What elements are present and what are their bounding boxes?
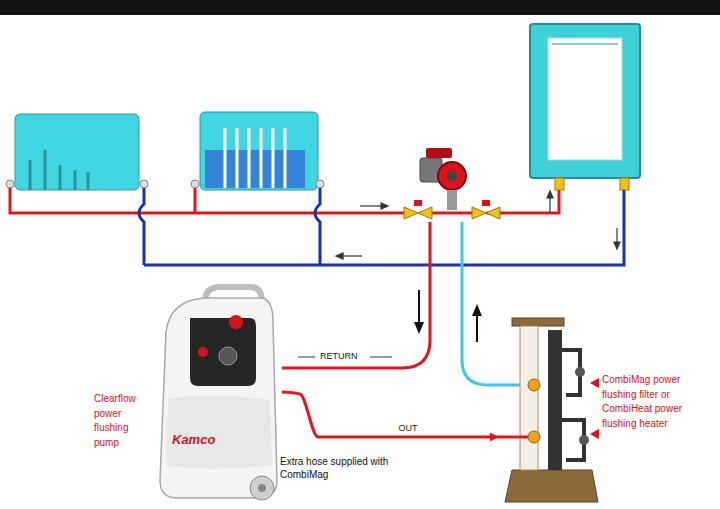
radiator-valve [6,180,14,188]
radiator-panel [200,112,318,190]
flushing-pump: Clearflow power flushing pumpKamco [92,282,282,504]
flow-arrow [336,191,620,259]
radiator [6,114,148,190]
pointer-arrow [590,429,599,439]
pump-box [426,148,452,158]
filter-base [505,470,598,502]
radiator-fin [225,128,285,188]
radiator-shade [205,150,305,188]
status-bar [0,0,720,15]
circulating-pump [420,148,466,210]
pump-hub [447,171,457,181]
valve-body [472,207,500,219]
pointer-arrow [590,378,599,388]
brand-name: Kamco [172,432,242,449]
pump-cap [229,315,243,329]
direction-arrow [418,290,420,326]
radiator [191,112,324,190]
arrow-head [472,304,482,316]
radiator-panel [15,114,139,190]
flushing-pump-drawing [160,287,277,500]
radiator-fin [30,150,88,190]
pump-shade [166,395,272,468]
pump-gauge [219,347,237,365]
radiator-valve [191,180,199,188]
valve-handle [414,200,422,206]
valve-handle [482,200,490,206]
hose-stub [498,436,532,439]
pump-wheel [250,476,274,500]
note-text: Extra hose supplied with CombiMag [280,455,398,481]
return-hose [282,222,430,368]
flushing-valve [404,200,500,219]
direction-arrow [414,290,482,342]
hose-fitting [528,379,540,391]
direction-arrow [476,312,478,342]
filter-top [512,318,564,326]
arrow-head [381,203,388,209]
filter-unit: CombiMag power flushing filter or CombiH… [498,315,717,505]
valve-body [404,207,432,219]
arrow-head [547,191,553,198]
boiler [530,24,640,190]
pump-body [160,298,277,498]
boiler-detail [552,44,618,45]
pump-head [438,162,466,190]
hose-label: OUT [397,423,420,433]
hose-fitting [528,431,540,443]
pump-switch [198,347,208,357]
pump-stem [447,190,457,210]
radiator-valve [316,180,324,188]
arrow-head [336,253,343,259]
boiler-fitting [620,178,629,190]
filter-drawing [498,318,599,502]
hose-label: RETURN [320,351,368,363]
return-pipe [139,188,624,265]
filter-column [520,326,538,470]
radiator-valve [140,180,148,188]
filter-valve [579,435,589,445]
arrow-head [414,322,424,334]
out-hose [282,392,498,437]
boiler-fitting [555,178,564,190]
boiler-panel [548,38,622,160]
boiler-case [530,24,640,178]
pump-name: Clearflow power flushing pump [94,392,156,450]
unit-name: CombiMag power flushing filter or CombiH… [602,373,714,431]
filter-column [548,330,562,470]
pump-wheel-hub [258,484,266,492]
pump-head [190,318,256,386]
filter-valve [575,367,585,377]
arrow-head [614,242,620,249]
